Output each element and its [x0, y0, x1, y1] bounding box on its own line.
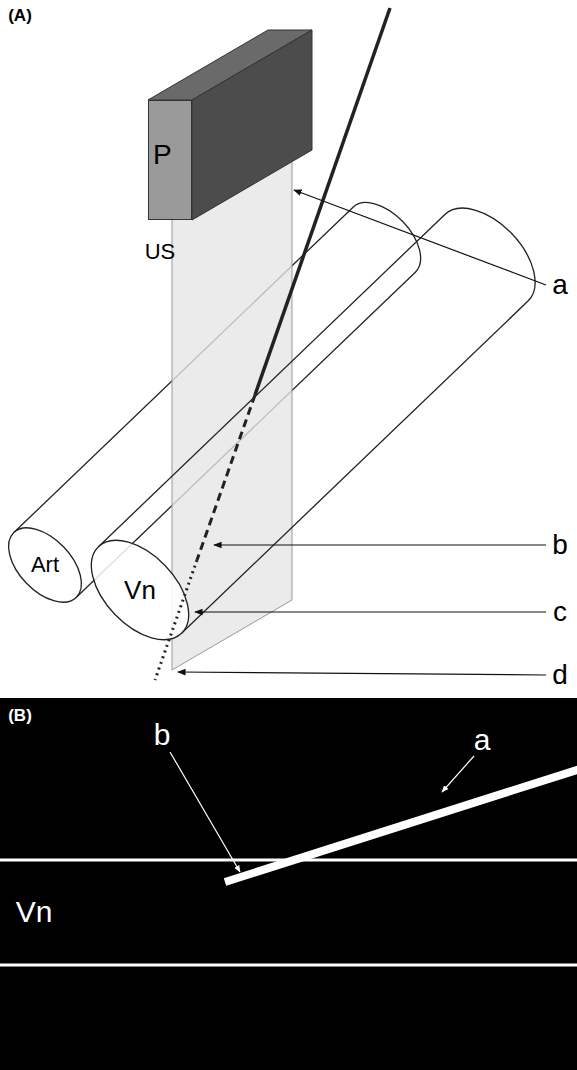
callout-letter: d	[552, 661, 568, 689]
node-label: Vn	[124, 577, 156, 603]
probe	[148, 30, 312, 220]
vein-cylinder	[73, 190, 553, 657]
plane-label: US	[145, 241, 176, 263]
callout-letter: a	[552, 271, 568, 299]
callout-letter: c	[553, 598, 567, 626]
ultrasound-plane	[172, 150, 292, 670]
callout-letter: b	[154, 720, 171, 750]
leader-lines	[178, 190, 546, 675]
vein-end: Vn	[122, 575, 158, 605]
leader-lines	[170, 752, 474, 872]
panel-label: (A)	[8, 7, 32, 24]
callout-letter: a	[474, 725, 491, 755]
artery-end: Art	[29, 552, 61, 578]
panel-label: (B)	[8, 707, 32, 724]
needle-echo	[225, 769, 577, 882]
node-label: Art	[31, 554, 59, 576]
node-label: P	[153, 141, 172, 169]
vessel-walls	[0, 860, 577, 965]
callout-letter: b	[552, 531, 568, 559]
vessel-label: Vn	[16, 897, 53, 927]
probe-face: P	[148, 100, 192, 220]
ultrasound-image	[0, 698, 577, 1070]
